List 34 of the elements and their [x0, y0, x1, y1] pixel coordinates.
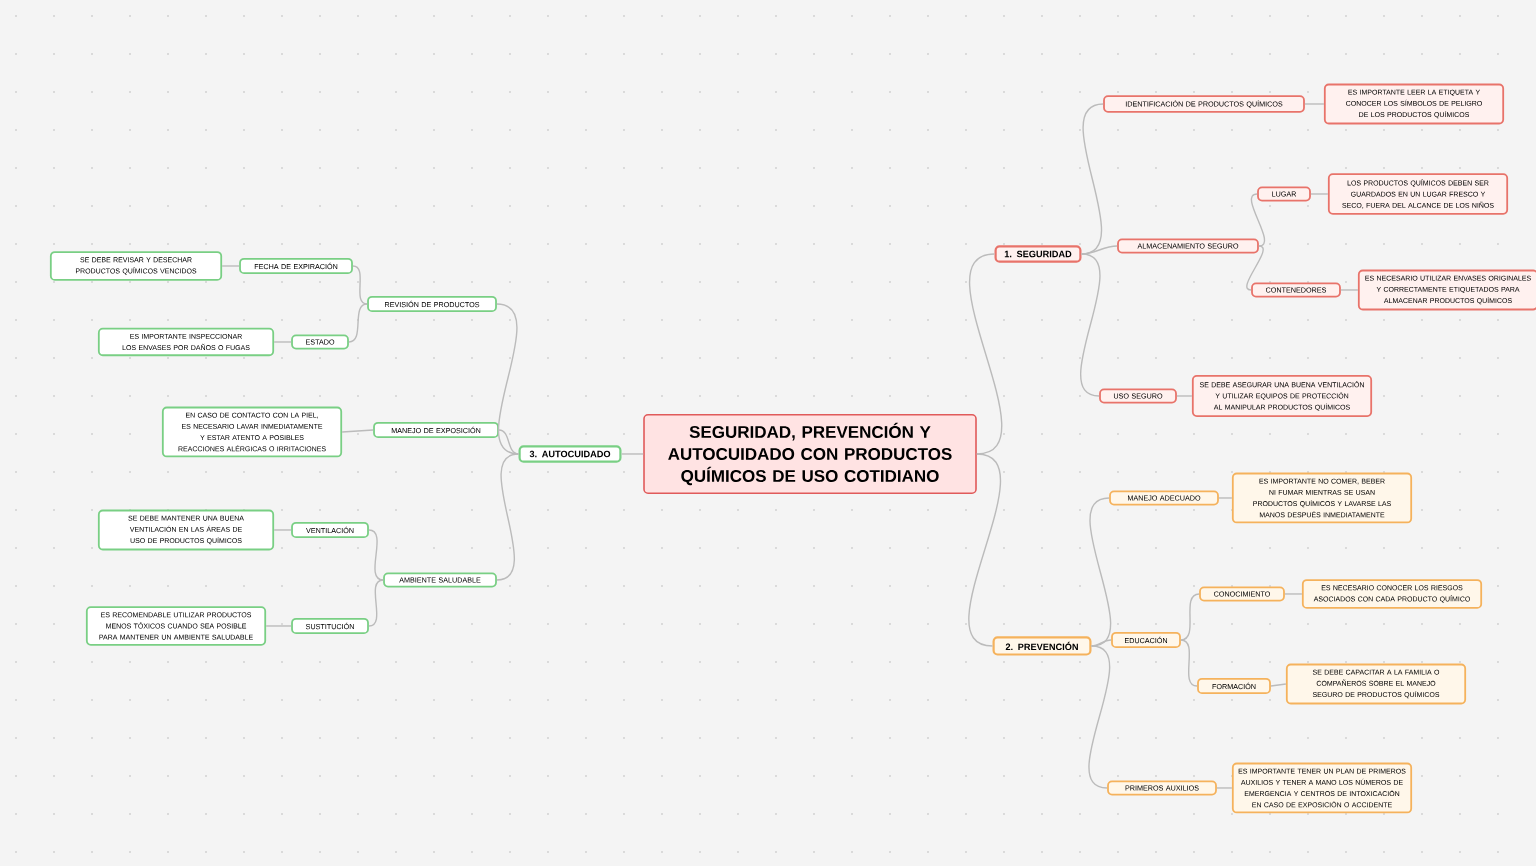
connector-line: [968, 253, 1003, 455]
connector-line: [968, 453, 1002, 647]
connector-line: [1079, 253, 1101, 397]
connector-line: [221, 265, 240, 267]
connector-line: [496, 303, 520, 455]
connector-line: [273, 341, 292, 343]
connector-line: [1246, 245, 1264, 291]
connector-line: [1216, 787, 1233, 789]
connector-line: [1089, 497, 1112, 647]
connector-line: [368, 579, 384, 627]
connector-line: [1090, 639, 1112, 647]
connector-line: [1180, 593, 1200, 641]
connector-line: [341, 429, 374, 433]
connector-line: [1270, 683, 1287, 687]
connector-line: [1080, 103, 1104, 255]
connector-line: [496, 453, 520, 581]
connector-line: [348, 303, 368, 343]
connector-line: [1310, 193, 1329, 195]
connector-line: [265, 625, 292, 627]
connector-line: [273, 529, 292, 531]
connector-line: [1088, 645, 1111, 789]
connector-line: [352, 265, 368, 305]
connector-line: [368, 529, 384, 581]
connector-line: [1176, 395, 1193, 397]
central-topic-box: SEGURIDAD, PREVENCIÓN Y AUTOCUIDADO CON PRODUCTOS QUÍMICOS DE USO COTIDIANO: [643, 414, 977, 494]
connector-line: [1218, 497, 1233, 499]
connector-line: [498, 429, 520, 455]
connector-line: [1284, 593, 1303, 595]
connector-line: [1304, 103, 1325, 105]
connector-line: [1340, 289, 1359, 291]
connector-line: [620, 453, 644, 455]
connector-line: [1180, 639, 1198, 687]
connector-line: [1250, 193, 1266, 247]
connector-line: [1080, 245, 1118, 255]
